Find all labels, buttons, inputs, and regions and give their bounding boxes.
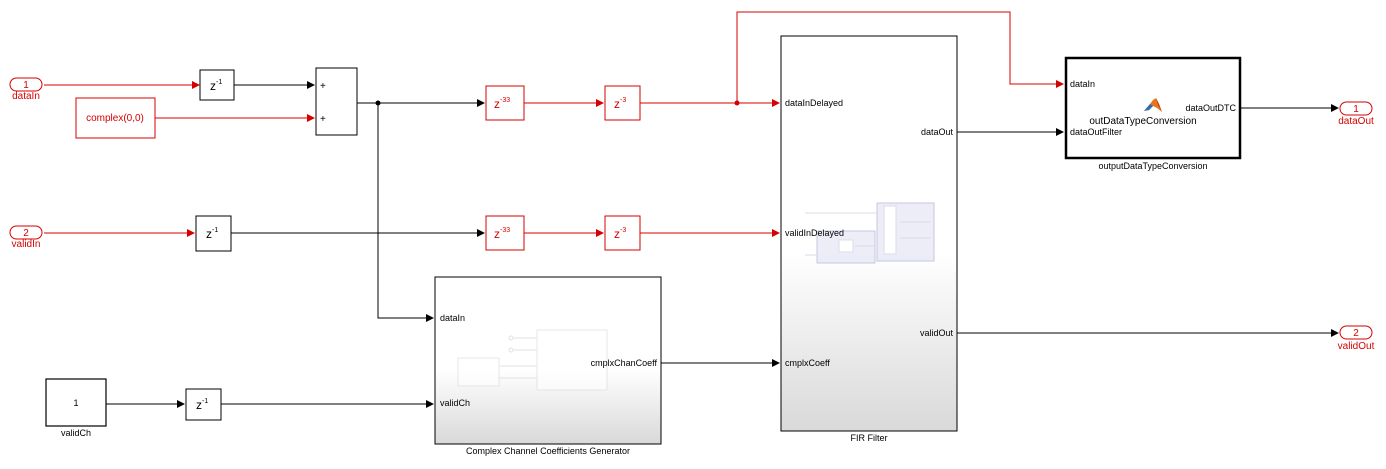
- inport-datain-number: 1: [23, 80, 29, 91]
- coeffgen-port-validch: validCh: [440, 398, 470, 408]
- coeffgen-port-out: cmplxChanCoeff: [591, 358, 658, 368]
- fir-port-cmplxcoeff: cmplxCoeff: [785, 358, 830, 368]
- svg-text:z-33: z-33: [494, 227, 510, 241]
- constant-validch[interactable]: 1 validCh: [45, 378, 107, 438]
- outport-validout[interactable]: 2 validOut: [1338, 325, 1375, 352]
- outport-dataout-number: 1: [1353, 104, 1359, 115]
- inport-datain-label: dataIn: [12, 91, 40, 102]
- fir-port-validinDelayed: validInDelayed: [785, 228, 844, 238]
- outport-dataout[interactable]: 1 dataOut: [1338, 101, 1374, 127]
- sum-sign-2: +: [320, 114, 326, 125]
- constant-complex[interactable]: complex(0,0): [75, 97, 156, 139]
- inport-validin-number: 2: [23, 228, 29, 239]
- branch-point-sum: [375, 100, 381, 106]
- sum-sign-1: +: [320, 81, 326, 92]
- svg-text:z-1: z-1: [210, 79, 222, 93]
- constant-complex-value: complex(0,0): [86, 113, 144, 124]
- svg-text:z-3: z-3: [614, 227, 626, 241]
- dtc-port-dataoutdtc: dataOutDTC: [1185, 103, 1236, 113]
- svg-text:z-3: z-3: [614, 97, 626, 111]
- line-branch-to-dtc[interactable]: [736, 11, 1064, 103]
- delay-z3-bottom[interactable]: z-3: [604, 215, 641, 251]
- inport-datain[interactable]: 1 dataIn: [9, 77, 43, 102]
- branch-point-red: [734, 100, 740, 106]
- constant-validch-value: 1: [73, 398, 78, 408]
- svg-text:z-1: z-1: [206, 227, 218, 241]
- fir-title: FIR Filter: [851, 433, 888, 443]
- svg-text:z-33: z-33: [494, 97, 510, 111]
- matlab-function-icon: [1144, 98, 1162, 112]
- inport-validin-label: validIn: [12, 239, 41, 250]
- constant-validch-label: validCh: [61, 428, 91, 438]
- inport-validin[interactable]: 2 validIn: [9, 225, 43, 250]
- subsystem-coeff-generator[interactable]: dataIn validCh cmplxChanCoeff Complex Ch…: [434, 276, 662, 456]
- coeffgen-preview: [457, 329, 608, 391]
- sum-block[interactable]: + +: [315, 67, 358, 136]
- delay-z1-validin[interactable]: z-1: [195, 215, 232, 252]
- dtc-function-name: outDataTypeConversion: [1089, 116, 1196, 127]
- subsystem-fir-filter[interactable]: dataInDelayed validInDelayed cmplxCoeff …: [780, 35, 958, 443]
- delay-z33-bottom[interactable]: z-33: [485, 215, 525, 251]
- coeffgen-title: Complex Channel Coefficients Generator: [466, 446, 630, 456]
- fir-port-datainDelayed: dataInDelayed: [785, 98, 843, 108]
- delay-z1-validch[interactable]: z-1: [185, 388, 222, 421]
- svg-text:z-1: z-1: [196, 398, 208, 412]
- dtc-port-dataoutfilter: dataOutFilter: [1070, 127, 1122, 137]
- fir-port-validout: validOut: [920, 328, 954, 338]
- block-output-dtc[interactable]: dataIn dataOutFilter dataOutDTC outDataT…: [1064, 56, 1242, 171]
- delay-z1-datain[interactable]: z-1: [199, 69, 235, 101]
- line-branch-to-coeffgen[interactable]: [377, 103, 434, 322]
- outport-validout-number: 2: [1353, 328, 1359, 339]
- fir-preview: [805, 202, 935, 264]
- outport-validout-label: validOut: [1338, 341, 1375, 352]
- delay-z3-top[interactable]: z-3: [604, 85, 641, 121]
- dtc-port-datain: dataIn: [1070, 79, 1095, 89]
- dtc-title: outputDataTypeConversion: [1098, 161, 1207, 171]
- outport-dataout-label: dataOut: [1338, 116, 1374, 127]
- delay-z33-top[interactable]: z-33: [485, 85, 525, 121]
- fir-port-dataout: dataOut: [921, 127, 954, 137]
- coeffgen-port-datain: dataIn: [440, 313, 465, 323]
